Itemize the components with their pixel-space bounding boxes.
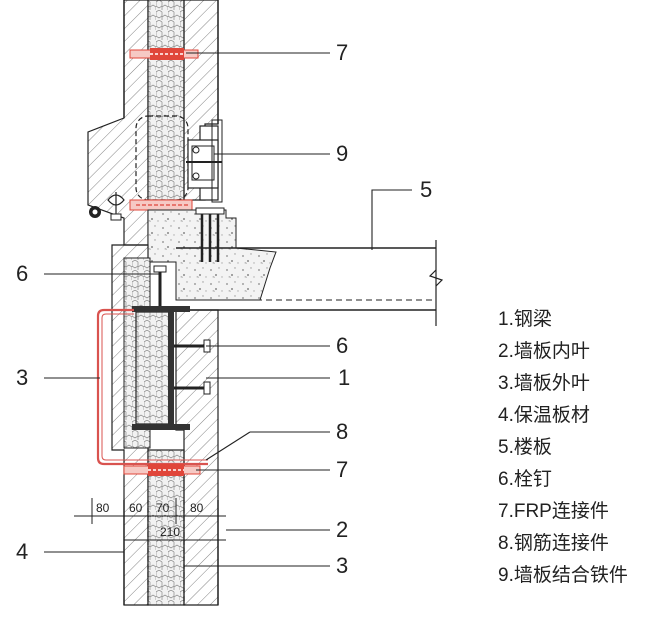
legend-item: 5.楼板 xyxy=(498,437,552,458)
slab-studs xyxy=(195,207,225,262)
legend-item: 7.FRP连接件 xyxy=(498,501,609,522)
legend-list: 1.钢梁 2.墙板内叶 3.墙板外叶 4.保温板材 5.楼板 6.栓钉 7.FR… xyxy=(498,306,628,594)
upper-insulation xyxy=(147,0,185,201)
dimension-70: 70 xyxy=(156,501,170,515)
legend-item: 9.墙板结合铁件 xyxy=(498,565,628,586)
wall-embedment-assembly xyxy=(186,119,223,203)
dimension-lines xyxy=(74,498,226,548)
callout-2: 2 xyxy=(336,517,349,542)
legend-item: 8.钢筋连接件 xyxy=(498,533,609,554)
callout-3-left: 3 xyxy=(16,365,29,390)
callout-6-left: 6 xyxy=(16,261,29,286)
frp-connector-bottom xyxy=(123,464,201,476)
legend-item: 3.墙板外叶 xyxy=(498,373,590,394)
dimension-210-total: 210 xyxy=(160,525,181,539)
legend-item: 6.栓钉 xyxy=(498,469,552,490)
callout-1: 1 xyxy=(338,365,351,390)
legend-item: 4.保温板材 xyxy=(498,405,590,426)
callout-6-right: 6 xyxy=(336,333,349,358)
floor-slab xyxy=(147,209,277,301)
frp-connector-top xyxy=(129,48,199,60)
callout-7-top: 7 xyxy=(336,40,349,65)
callout-7-bottom: 7 xyxy=(336,457,349,482)
rebar-connector xyxy=(96,308,208,466)
joint-gasket xyxy=(89,192,125,221)
legend-item: 1.钢梁 xyxy=(498,309,552,330)
steel-beam-section xyxy=(132,306,190,430)
dimension-80-outer: 80 xyxy=(96,501,110,515)
callout-4: 4 xyxy=(16,539,29,564)
dimension-60: 60 xyxy=(129,501,143,515)
leader-lines xyxy=(44,52,412,567)
callout-5: 5 xyxy=(420,177,433,202)
callout-9: 9 xyxy=(336,141,349,166)
legend-item: 2.墙板内叶 xyxy=(498,341,590,362)
callout-3-bottom: 3 xyxy=(336,553,349,578)
callout-8: 8 xyxy=(336,419,349,444)
dimension-80-inner: 80 xyxy=(190,501,204,515)
